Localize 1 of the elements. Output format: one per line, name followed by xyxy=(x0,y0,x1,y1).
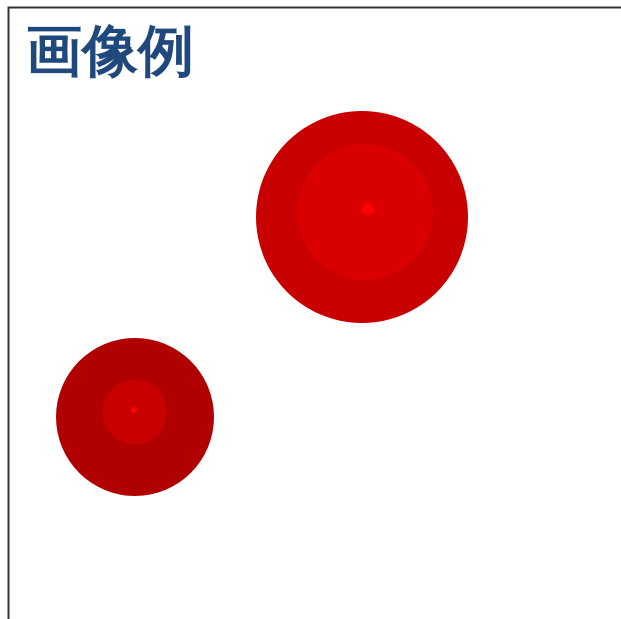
title: 画像例 xyxy=(26,18,194,86)
